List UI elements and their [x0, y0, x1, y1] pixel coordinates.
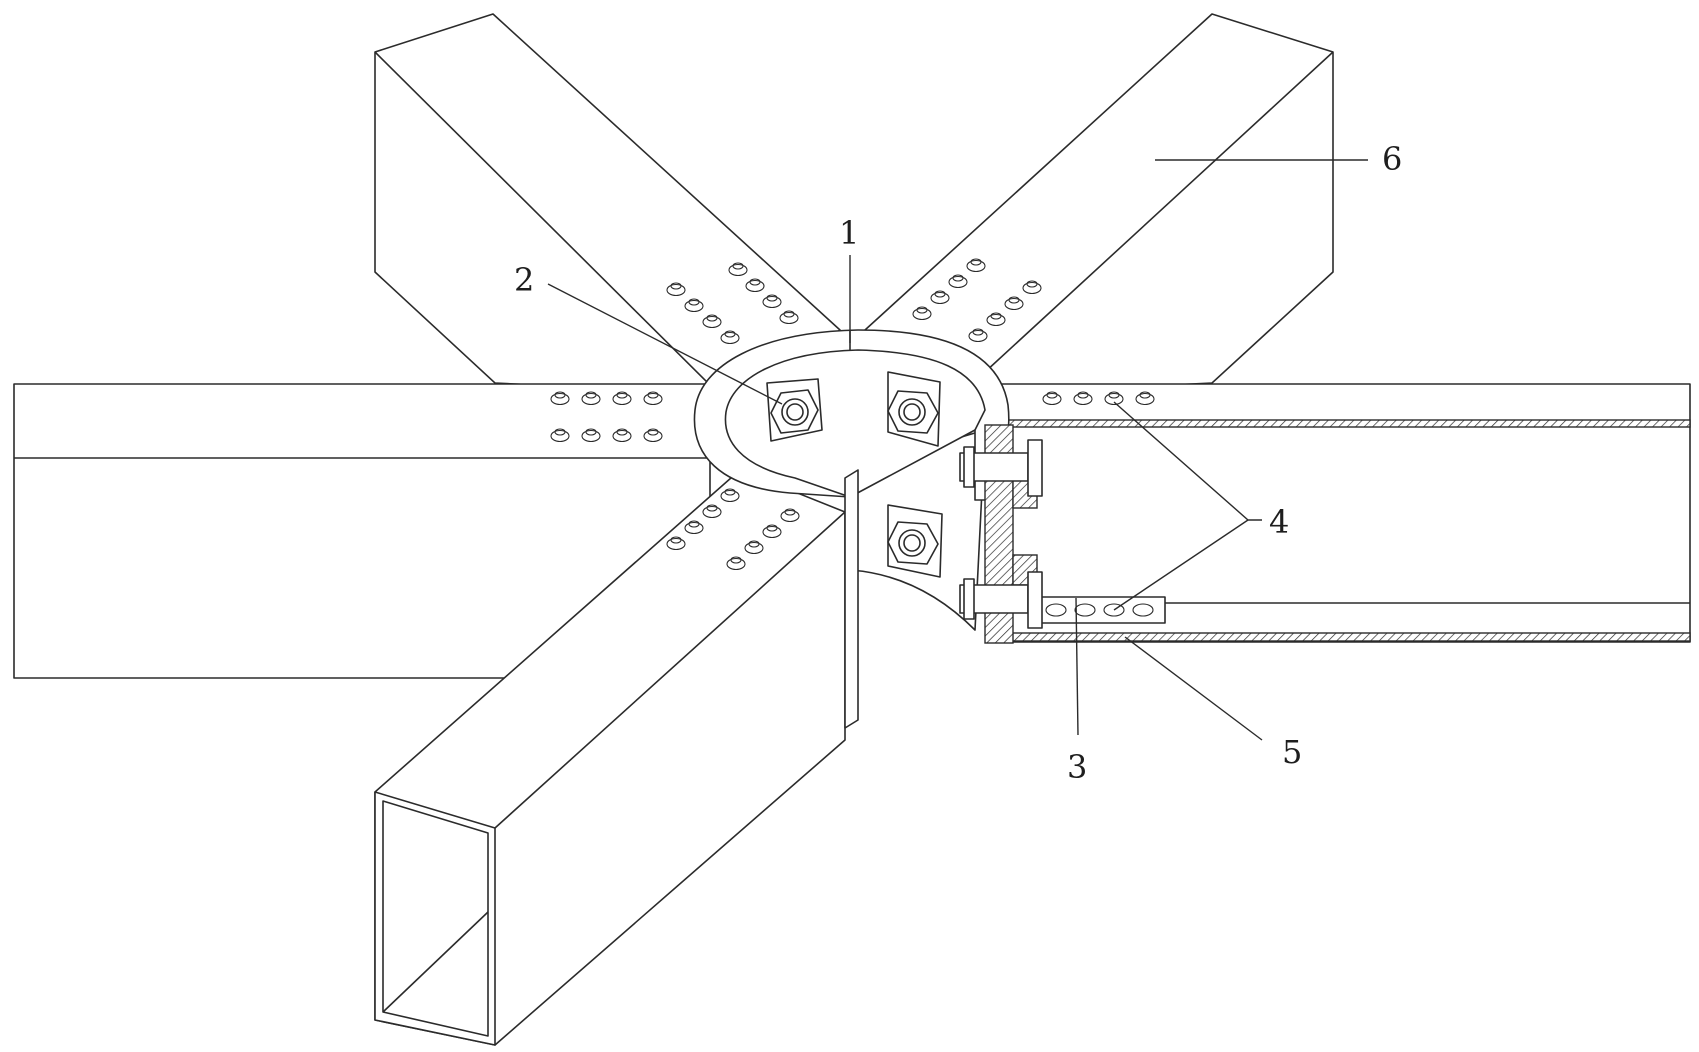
- lower-splice-plate: [1034, 596, 1166, 624]
- leader-2: [547, 283, 783, 405]
- callout-5: 5: [1282, 733, 1302, 771]
- open-tube-end: [374, 791, 496, 1046]
- lower-left-beam: [374, 469, 846, 1046]
- leader-4-lower: [1113, 519, 1249, 611]
- leader-lines: [547, 159, 1368, 741]
- callout-2: 2: [514, 261, 534, 299]
- right-top-bolt-row: [1042, 391, 1155, 406]
- upper-left-bolt-row-b: [728, 262, 799, 325]
- node-hex-bolt-lower: [887, 504, 943, 578]
- callout-6: 6: [1382, 140, 1402, 178]
- left-bolt-row-a: [550, 391, 663, 406]
- lower-connection-bolt: [959, 571, 1043, 629]
- callout-3: 3: [1067, 748, 1087, 786]
- upper-right-bolt-row-a: [912, 258, 986, 321]
- vertical-web-plate: [844, 469, 859, 729]
- upper-connection-bolt: [959, 439, 1043, 497]
- callout-4: 4: [1269, 503, 1289, 541]
- node-hex-bolt-upper-left: [766, 378, 823, 442]
- leader-3: [1075, 597, 1079, 736]
- right-lower-bolt-row: [1045, 603, 1154, 617]
- callout-1: 1: [839, 214, 859, 252]
- upper-tube-wall-hatch: [989, 419, 1691, 428]
- right-horizontal-beam-section: [989, 383, 1691, 643]
- lower-left-bolt-row-a: [666, 488, 740, 551]
- node-cover-ring-inner-edge: [724, 349, 986, 498]
- lower-left-bolt-row-b: [726, 508, 800, 571]
- upper-right-bolt-row-b: [968, 280, 1042, 343]
- upper-left-bolt-row-a: [666, 282, 740, 345]
- leader-5: [1124, 636, 1263, 741]
- lower-tube-wall-hatch: [989, 632, 1691, 642]
- end-plate-connection: [959, 424, 1043, 644]
- upper-left-beam: [374, 13, 841, 396]
- node-hex-bolt-upper-right: [887, 371, 941, 447]
- left-bolt-row-b: [550, 428, 663, 443]
